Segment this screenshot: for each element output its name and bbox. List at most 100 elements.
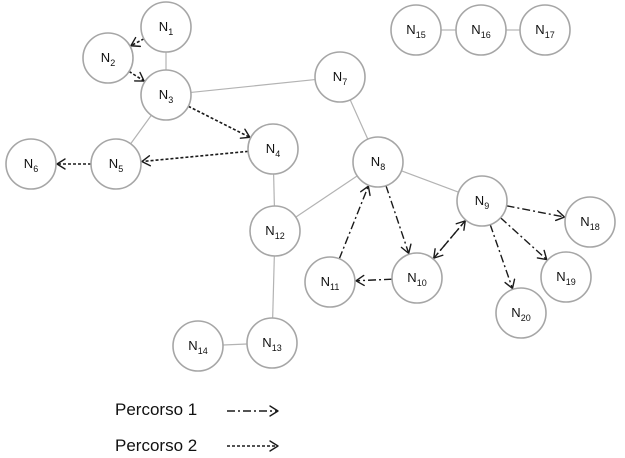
node-circle — [82, 32, 134, 84]
edge-n7-n8 — [349, 99, 369, 140]
node-label: N11 — [321, 274, 340, 292]
node-n5[interactable]: N5 — [90, 138, 142, 190]
node-circle — [314, 51, 366, 103]
node-label: N5 — [109, 156, 123, 174]
node-n2[interactable]: N2 — [82, 32, 134, 84]
node-circle — [456, 175, 508, 227]
node-circle — [140, 69, 192, 121]
arrowhead-icon — [400, 243, 412, 255]
node-n10[interactable]: N10 — [391, 252, 443, 304]
node-label: N10 — [407, 270, 426, 288]
arrowhead-icon — [239, 128, 251, 139]
percorso-2-arrow-n5-n6 — [56, 158, 91, 170]
node-label: N2 — [101, 50, 115, 68]
node-n9[interactable]: N9 — [456, 175, 508, 227]
node-circle — [247, 123, 299, 175]
node-n18[interactable]: N18 — [564, 196, 616, 248]
node-n4[interactable]: N4 — [247, 123, 299, 175]
node-circle — [249, 205, 301, 257]
node-circle — [352, 136, 404, 188]
node-circle — [246, 317, 298, 369]
node-circle — [90, 138, 142, 190]
percorso-1-arrow-n9-n19 — [500, 217, 548, 261]
node-circle — [304, 256, 356, 308]
arrowhead-icon — [554, 209, 566, 222]
node-n6[interactable]: N6 — [5, 138, 57, 190]
arrowhead-icon — [360, 185, 371, 197]
node-label: N6 — [24, 156, 38, 174]
percorso-2-arrow-n4-n5 — [141, 150, 249, 167]
arrowhead-icon — [130, 36, 142, 48]
arrowhead-icon — [355, 274, 365, 287]
edge-n8-n12 — [295, 175, 358, 218]
arrowhead-icon — [133, 71, 145, 82]
arrowhead-icon — [504, 278, 516, 290]
percorso-2-arrow-n1-n2 — [130, 36, 145, 48]
node-n7[interactable]: N7 — [314, 51, 366, 103]
node-n15[interactable]: N15 — [390, 4, 442, 56]
node-circle — [540, 251, 592, 303]
edge-n8-n9 — [401, 170, 459, 193]
node-n3[interactable]: N3 — [140, 69, 192, 121]
percorso-1-arrow-n9-n10 — [433, 219, 467, 259]
arrowhead-icon — [536, 249, 548, 261]
legend-item-percorso-1: Percorso 1 — [115, 400, 279, 420]
arrowhead-icon — [433, 248, 444, 259]
legend-label: Percorso 2 — [115, 436, 198, 455]
dash-dot-arrow-icon — [227, 405, 279, 417]
node-label: N18 — [580, 214, 599, 232]
dashed-arrow-icon — [227, 440, 279, 452]
node-n16[interactable]: N16 — [455, 4, 507, 56]
node-circle — [455, 4, 507, 56]
node-label: N3 — [159, 87, 173, 105]
node-circle — [564, 196, 616, 248]
node-label: N9 — [475, 193, 489, 211]
node-label: N13 — [262, 335, 281, 353]
node-label: N15 — [406, 22, 425, 40]
percorso-2-arrow-n2-n3 — [128, 70, 145, 82]
node-label: N4 — [266, 141, 280, 159]
edge-n13-n14 — [222, 343, 248, 346]
percorso-2-arrow-n3-n4 — [187, 105, 251, 139]
node-n19[interactable]: N19 — [540, 251, 592, 303]
node-n20[interactable]: N20 — [495, 287, 547, 339]
percorso-1-arrow-n11-n8 — [338, 185, 371, 260]
node-circle — [495, 287, 547, 339]
node-n11[interactable]: N11 — [304, 256, 356, 308]
node-label: N16 — [471, 22, 490, 40]
legend-item-percorso-2: Percorso 2 — [115, 436, 279, 456]
node-label: N14 — [188, 338, 207, 356]
percorso-1-arrow-n8-n10 — [385, 185, 412, 255]
node-circle — [140, 1, 192, 53]
node-n14[interactable]: N14 — [172, 320, 224, 372]
node-circle — [391, 252, 443, 304]
arrowhead-icon — [56, 158, 66, 170]
legend-label: Percorso 1 — [115, 400, 198, 419]
node-n1[interactable]: N1 — [140, 1, 192, 53]
edge-n4-n12 — [273, 173, 275, 207]
node-label: N7 — [333, 69, 347, 87]
node-n12[interactable]: N12 — [249, 205, 301, 257]
node-n17[interactable]: N17 — [519, 4, 571, 56]
node-circle — [390, 4, 442, 56]
node-circle — [5, 138, 57, 190]
node-label: N19 — [556, 269, 575, 287]
node-label: N12 — [265, 223, 284, 241]
percorso-1-arrow-n9-n18 — [506, 205, 566, 222]
node-n8[interactable]: N8 — [352, 136, 404, 188]
edge-n3-n5 — [130, 114, 152, 145]
node-label: N20 — [511, 305, 530, 323]
percorso-1-arrow-n9-n20 — [489, 224, 516, 290]
node-circle — [172, 320, 224, 372]
edge-n3-n7 — [190, 78, 316, 94]
node-label: N17 — [535, 22, 554, 40]
paths-layer — [56, 36, 566, 290]
percorso-1-arrow-n10-n11 — [355, 274, 393, 287]
node-circle — [519, 4, 571, 56]
edge-n12-n13 — [272, 255, 275, 319]
node-n13[interactable]: N13 — [246, 317, 298, 369]
node-label: N1 — [159, 19, 173, 37]
arrowhead-icon — [141, 155, 152, 167]
